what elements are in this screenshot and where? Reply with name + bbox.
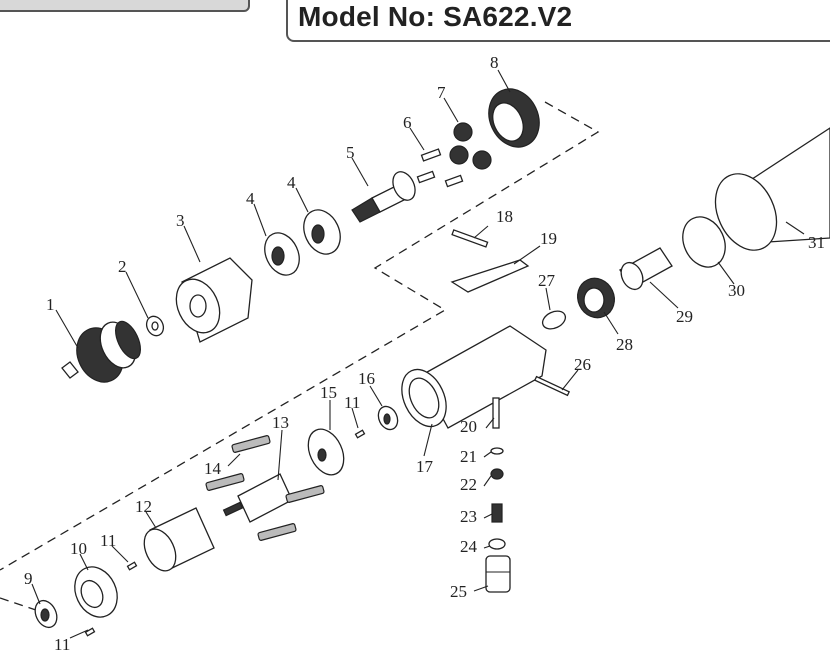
- callout-6: 6: [403, 113, 412, 132]
- part-front-housing: [175, 257, 253, 343]
- callout-4a: 4: [246, 189, 255, 208]
- part-trigger-pin: [451, 229, 489, 248]
- part-pin-small-b: [84, 627, 96, 637]
- callout-11b: 11: [54, 635, 70, 654]
- part-oring-27: [541, 310, 567, 330]
- callout-18: 18: [496, 207, 513, 226]
- callout-12: 12: [135, 497, 152, 516]
- part-valve-pin: [492, 397, 500, 429]
- callout-7: 7: [437, 83, 446, 102]
- part-bearing-a: [264, 232, 300, 276]
- part-rear-housing: [714, 127, 830, 251]
- part-main-housing: [401, 325, 547, 429]
- callout-19: 19: [540, 229, 557, 248]
- callout-27: 27: [538, 271, 556, 290]
- callout-11c: 11: [344, 393, 360, 412]
- part-throttle: [619, 247, 673, 291]
- callout-26: 26: [574, 355, 591, 374]
- leader-lines: [31, 69, 805, 639]
- callout-17: 17: [416, 457, 434, 476]
- callout-11a: 11: [100, 531, 116, 550]
- part-rear-bearing: [34, 599, 58, 629]
- part-chuck: [61, 320, 141, 383]
- callout-14: 14: [204, 459, 222, 478]
- callout-31: 31: [808, 233, 825, 252]
- part-oring-30: [682, 216, 726, 268]
- callout-1: 1: [46, 295, 55, 314]
- part-exhaust-pin: [533, 375, 571, 397]
- callout-22: 22: [460, 475, 477, 494]
- callout-21: 21: [460, 447, 477, 466]
- part-motor-bearing: [377, 405, 399, 431]
- part-valve-nut: [490, 468, 504, 480]
- callout-5: 5: [346, 143, 355, 162]
- part-trigger-lever: [450, 259, 530, 293]
- callout-25: 25: [450, 582, 467, 601]
- part-front-plate: [307, 428, 345, 476]
- part-vanes: [205, 435, 325, 541]
- part-air-inlet: [485, 555, 511, 593]
- callout-16: 16: [358, 369, 375, 388]
- part-spindle: [351, 171, 416, 223]
- callout-10: 10: [70, 539, 87, 558]
- part-pin-small-a: [126, 561, 138, 571]
- part-pin-small-c: [354, 429, 366, 439]
- part-ring-gear: [488, 88, 540, 148]
- callout-8: 8: [490, 53, 499, 72]
- callout-30: 30: [728, 281, 745, 300]
- part-washer: [145, 315, 165, 337]
- callout-23: 23: [460, 507, 477, 526]
- callout-9: 9: [24, 569, 33, 588]
- part-planet-gears: [449, 122, 492, 170]
- part-valve-spring: [491, 503, 503, 523]
- model-number-label: Model No: SA622.V2: [298, 1, 573, 32]
- callout-20: 20: [460, 417, 477, 436]
- part-cylinder: [143, 507, 215, 572]
- assembly-guide-upper: [0, 101, 600, 571]
- callout-13: 13: [272, 413, 289, 432]
- part-reverse-valve: [577, 277, 615, 319]
- header-tab: [0, 0, 250, 12]
- model-box: [286, 0, 830, 42]
- part-pins: [416, 148, 464, 188]
- callout-3: 3: [176, 211, 185, 230]
- callout-4b: 4: [287, 173, 296, 192]
- part-valve-oring: [488, 538, 506, 550]
- callout-15: 15: [320, 383, 337, 402]
- part-end-plate: [74, 566, 118, 618]
- callout-28: 28: [616, 335, 633, 354]
- callout-2: 2: [118, 257, 127, 276]
- callout-24: 24: [460, 537, 478, 556]
- callout-29: 29: [676, 307, 693, 326]
- part-bearing-b: [303, 209, 341, 255]
- part-valve-washer: [490, 447, 504, 455]
